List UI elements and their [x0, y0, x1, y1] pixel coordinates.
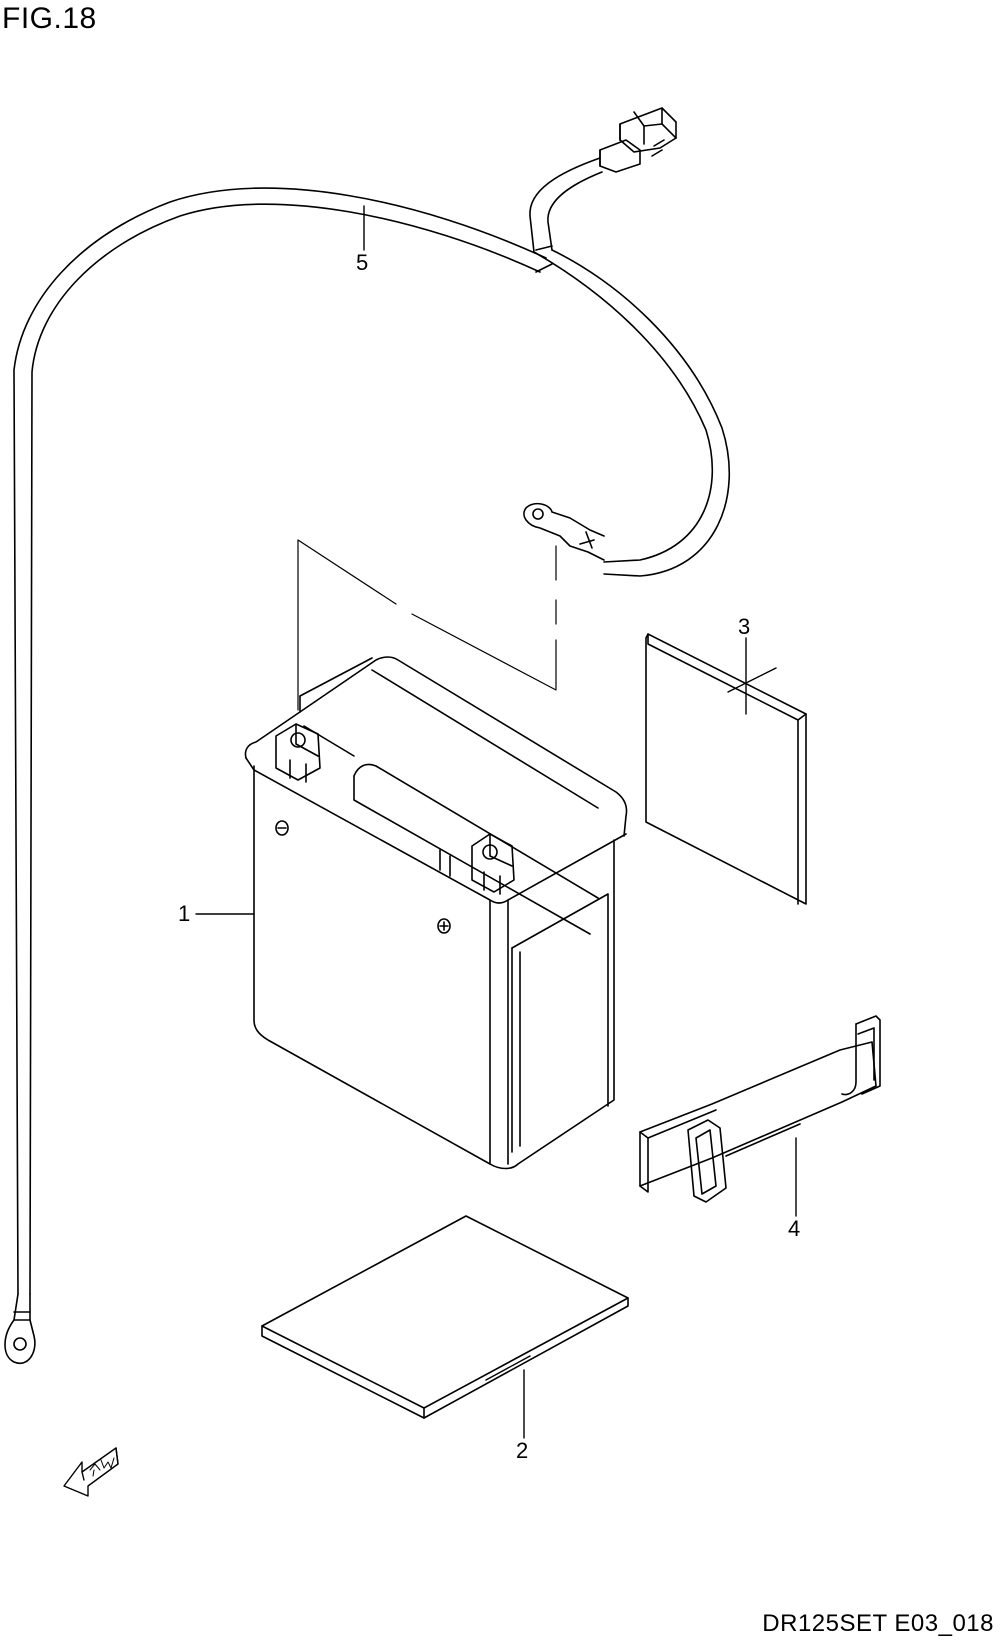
- callout-4: 4: [788, 1216, 801, 1241]
- callout-2: 2: [516, 1438, 529, 1463]
- positive-terminal: [472, 834, 514, 894]
- battery-band-part: [640, 1016, 880, 1202]
- cable-connector: [600, 108, 676, 172]
- callout-3: 3: [738, 614, 751, 639]
- pad-part-flat: [262, 1216, 628, 1418]
- fwd-arrow-icon: [64, 1448, 118, 1496]
- callout-1: 1: [178, 901, 191, 926]
- assembly-guide-lines: [298, 540, 556, 710]
- lower-cable-terminal: [5, 1294, 35, 1363]
- battery-part: [245, 657, 626, 1169]
- figure-title: FIG.18: [2, 2, 97, 35]
- minus-sign-icon: [276, 821, 288, 835]
- battery-cable-part: [5, 108, 729, 1363]
- drawing-code: DR125SET E03_018: [762, 1610, 994, 1637]
- callout-5: 5: [356, 250, 369, 275]
- upper-cable-terminal: [524, 504, 604, 560]
- pad-part-upright: [646, 634, 806, 904]
- negative-terminal: [276, 724, 320, 782]
- plus-sign-icon: [438, 919, 450, 933]
- callout-leader-lines: [196, 206, 796, 1438]
